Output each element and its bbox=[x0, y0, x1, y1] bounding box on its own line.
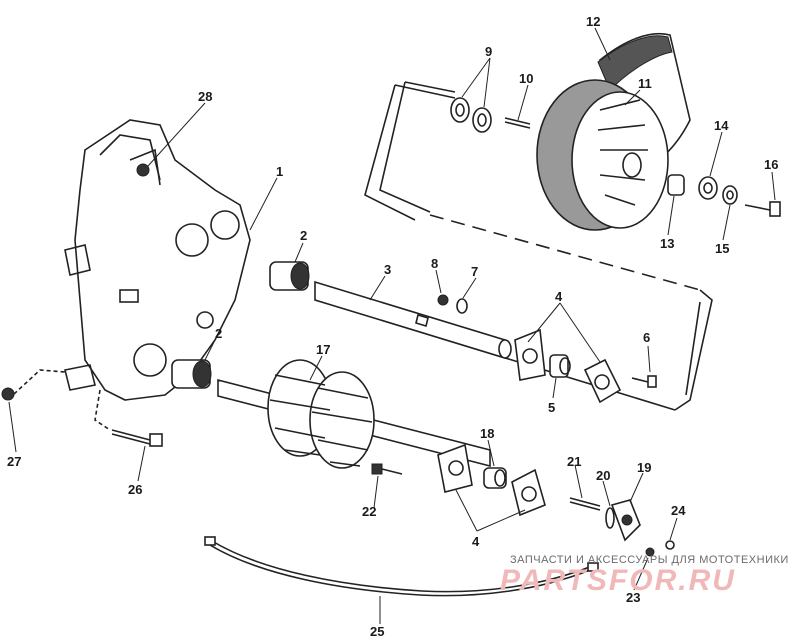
spacer-13 bbox=[667, 174, 685, 196]
flange-4-upper-right bbox=[583, 358, 622, 404]
bearing-18 bbox=[483, 467, 507, 489]
jackshaft-3 bbox=[314, 280, 512, 360]
driven-pulley bbox=[536, 79, 669, 231]
drive-adapter-20 bbox=[605, 507, 615, 529]
leader-lines bbox=[8, 27, 776, 624]
pin-21 bbox=[569, 497, 601, 511]
callout-14: 14 bbox=[714, 118, 729, 133]
callout-24: 24 bbox=[671, 503, 686, 518]
gear-case bbox=[64, 119, 251, 401]
callout-16: 16 bbox=[764, 157, 778, 172]
callout-21: 21 bbox=[567, 454, 581, 469]
callout-2-lower: 2 bbox=[215, 326, 222, 341]
callout-5: 5 bbox=[548, 400, 555, 415]
callout-4-upper: 4 bbox=[555, 289, 563, 304]
bearing-2-lower bbox=[171, 359, 212, 389]
callout-28: 28 bbox=[198, 89, 212, 104]
flange-4-lower-right bbox=[511, 468, 546, 517]
callout-20: 20 bbox=[596, 468, 610, 483]
washer-7 bbox=[456, 298, 468, 314]
callout-10: 10 bbox=[519, 71, 533, 86]
nut-28 bbox=[136, 163, 150, 177]
washer-15 bbox=[722, 185, 738, 205]
callout-9: 9 bbox=[485, 44, 492, 59]
callout-18: 18 bbox=[480, 426, 494, 441]
callout-23: 23 bbox=[626, 590, 640, 605]
drive-sprockets-17 bbox=[267, 359, 375, 469]
speedometer-cable-25 bbox=[204, 536, 599, 597]
callout-6: 6 bbox=[643, 330, 650, 345]
washer-14 bbox=[698, 176, 718, 200]
watermark-logo: PARTSFOR.RU bbox=[500, 564, 736, 597]
callout-25: 25 bbox=[370, 624, 384, 639]
callout-8: 8 bbox=[431, 256, 438, 271]
callout-15: 15 bbox=[715, 241, 729, 256]
callout-19: 19 bbox=[637, 460, 651, 475]
callout-7: 7 bbox=[471, 264, 478, 279]
callout-3: 3 bbox=[384, 262, 391, 277]
speedo-housing-19 bbox=[610, 499, 641, 542]
bolt-26 bbox=[111, 429, 163, 447]
callout-12: 12 bbox=[586, 14, 600, 29]
watermark-tagline: ЗАПЧАСТИ И АКСЕССУАРЫ ДЛЯ МОТОТЕХНИКИ bbox=[510, 554, 789, 566]
bolt-16 bbox=[744, 201, 781, 217]
nut-27 bbox=[1, 369, 111, 431]
bearing-5 bbox=[549, 354, 571, 378]
flange-4-upper-left bbox=[514, 328, 546, 381]
callout-4-lower: 4 bbox=[472, 534, 480, 549]
callout-labels: 1 2 2 3 4 4 5 6 7 8 9 10 11 12 13 14 15 … bbox=[7, 14, 778, 639]
callout-1: 1 bbox=[276, 164, 283, 179]
watermark: ЗАПЧАСТИ И АКСЕССУАРЫ ДЛЯ МОТОТЕХНИКИ PA… bbox=[500, 554, 789, 597]
callout-26: 26 bbox=[128, 482, 142, 497]
bolt-6 bbox=[631, 375, 657, 388]
callout-27: 27 bbox=[7, 454, 21, 469]
callout-17: 17 bbox=[316, 342, 330, 357]
washer-23 bbox=[645, 547, 655, 557]
callout-22: 22 bbox=[362, 504, 376, 519]
callout-11: 11 bbox=[638, 76, 652, 91]
pin-10 bbox=[504, 117, 531, 129]
flange-4-lower-left bbox=[437, 443, 473, 493]
bolt-22 bbox=[371, 463, 403, 475]
nut-24 bbox=[665, 540, 675, 550]
callout-2-upper: 2 bbox=[300, 228, 307, 243]
callout-13: 13 bbox=[660, 236, 674, 251]
nut-8 bbox=[437, 294, 449, 306]
bearing-2-upper bbox=[269, 261, 310, 291]
washers-9 bbox=[450, 97, 492, 133]
